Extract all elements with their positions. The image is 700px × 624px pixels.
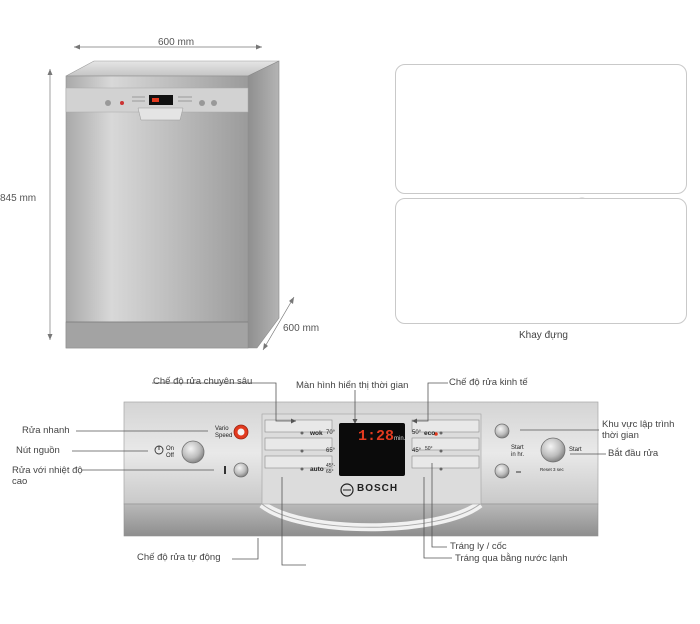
start-label: Start [569,447,582,453]
upper-rack-frame [395,64,687,194]
rack-caption: Khay đựng [519,330,568,341]
time-display [339,423,405,476]
label-display: Màn hình hiển thị thời gian [296,380,409,391]
label-special-mode: Chế độ rửa chuyên sâu [153,376,253,387]
label-cold-rinse: Tráng qua bằng nước lạnh [455,553,568,564]
display-unit: min. [394,436,406,442]
label-high-temp: Rửa với nhiệt độ cao [12,465,83,487]
vario-speed-label: Vario Speed [215,426,233,439]
low-temp-label: 45° [412,448,422,454]
wok-temp-label: 70° [326,430,336,436]
dishwasher-illustration [47,44,295,351]
label-eco-mode: Chế độ rửa kinh tế [449,377,528,388]
eco-label: eco [424,430,436,437]
label-glass-rinse: Tráng ly / cốc [450,541,507,552]
auto-temp-label: 45°- 65° [326,463,336,475]
wok-label: wok [310,430,323,437]
width-dimension-label: 600 mm [158,37,195,48]
mid-temp-label: 65° [326,448,336,454]
control-panel-illustration [72,382,606,566]
reset-label: Reset 3 sec [540,467,564,472]
height-dimension-label: 845 mm [0,193,37,204]
label-quick-wash: Rửa nhanh [22,425,70,436]
lower-rack-frame [395,198,687,324]
depth-dimension-label: 600 mm [283,323,320,334]
label-timer-area: Khu vực lập trình thời gian [602,419,675,441]
label-start-wash: Bắt đầu rửa [608,448,659,459]
low-temp2-label: 50° [425,446,433,452]
brand-logo-text: BOSCH [357,483,399,494]
label-power: Nút nguồn [16,445,60,456]
on-off-label: On Off [166,446,175,459]
auto-label: auto [310,466,324,473]
label-auto-mode: Chế độ rửa tự động [137,552,221,563]
eco-temp-label: 50° [412,430,422,436]
start-in-label: Start in hr. [511,445,525,458]
display-time: 1:28 [358,428,395,445]
